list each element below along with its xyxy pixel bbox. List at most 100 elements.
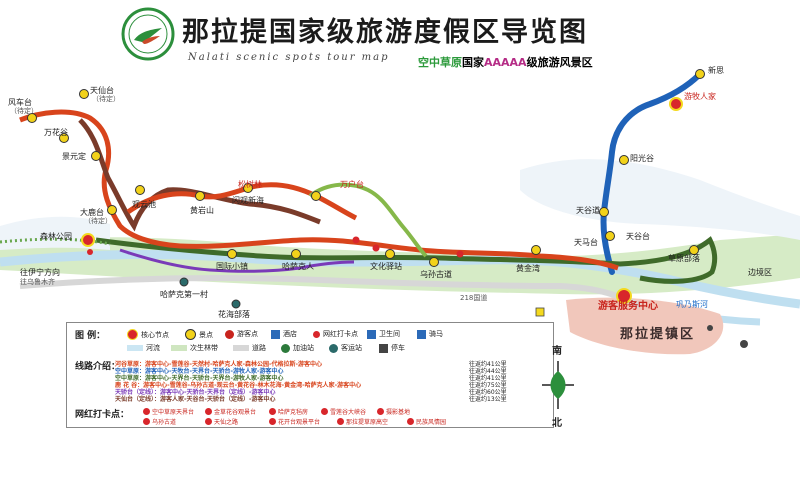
legend-grass: 次生林带 (171, 343, 218, 353)
core-senlin[interactable] (81, 233, 95, 247)
grade-mid: 国家 (462, 56, 484, 69)
parking-icon (379, 343, 388, 353)
route-lightgreen[interactable] (308, 182, 428, 258)
grade-line: 空中草原国家AAAAA级旅游风景区 (418, 54, 593, 70)
label-senlin[interactable]: 森林公园 (40, 232, 72, 241)
poi-wanhutai[interactable] (311, 191, 321, 201)
poi-huahai[interactable] (231, 299, 241, 309)
core-nomad[interactable] (669, 97, 683, 111)
label-huangyan[interactable]: 黄岩山 (190, 206, 214, 215)
label-shanguan[interactable]: 闪观新海 (232, 196, 264, 205)
poi-guanyunchi[interactable] (135, 185, 145, 195)
checkin-hearts[interactable] (87, 236, 464, 258)
poi-hashi-village[interactable] (179, 277, 189, 287)
town-icon (535, 307, 748, 348)
label-bianjiao[interactable]: 边境区 (748, 268, 772, 277)
river-icon (127, 345, 143, 351)
label-songshan[interactable]: 松树林 (238, 180, 262, 189)
route-desc-4: 鹿 花 谷：游客中心-雪莲谷-乌孙古道-观云台-黄花谷-林木花海-黄金湾-哈萨克… (115, 382, 362, 389)
label-fengnian[interactable]: 风车台 (8, 98, 32, 107)
poi-xinsi[interactable] (695, 69, 705, 79)
route-dist-2: 往返约44公里 (469, 368, 507, 375)
checkin-2: 金草花谷观景台 (205, 407, 256, 416)
label-hashi[interactable]: 哈萨克人 (282, 262, 314, 271)
label-yangguang[interactable]: 阳光谷 (630, 154, 654, 163)
label-wanhutai[interactable]: 万户台 (340, 180, 364, 189)
route-desc-3: 空中草原：游客中心-天界台-天骄台-天界台-游牧人家-游客中心 (115, 375, 284, 382)
grade-suffix: 级旅游风景区 (526, 56, 593, 69)
heart-4[interactable] (87, 249, 93, 255)
poi-wushu[interactable] (429, 257, 439, 267)
poi-fengnian[interactable] (27, 113, 37, 123)
poi-huangjin[interactable] (531, 245, 541, 255)
label-wushu[interactable]: 乌孙古道 (420, 270, 452, 279)
checkin-9: 那拉提草原高空 (337, 417, 388, 426)
label-dagu[interactable]: 天谷台 (626, 232, 650, 241)
legend-toilet: 卫生间 (367, 329, 400, 339)
core-nodes[interactable] (81, 97, 683, 304)
label-tianma[interactable]: 天马台 (574, 238, 598, 247)
route-green[interactable] (95, 236, 718, 284)
checkin-10: 民族风情园 (407, 417, 446, 426)
route-upper-loop[interactable] (126, 182, 358, 221)
poi-huakai[interactable] (59, 133, 69, 143)
label-dalu[interactable]: 大鹿台 (80, 208, 104, 217)
route-desc-6: 天仙台（定线）：游客人家-天谷台-天骄台（定线）-游客中心 (115, 396, 276, 403)
label-hashi-village[interactable]: 哈萨克第一村 (160, 290, 208, 299)
legend-core: 核心节点 (127, 329, 169, 340)
label-town[interactable]: 那拉提镇区 (620, 327, 696, 342)
heart-1[interactable] (352, 236, 360, 244)
compass-north: 北 (552, 418, 562, 429)
label-huangjin[interactable]: 黄金湾 (516, 264, 540, 273)
route-dist-1: 往返约41公里 (469, 361, 507, 368)
route-orange[interactable] (19, 109, 619, 271)
label-huahai[interactable]: 花海部落 (218, 310, 250, 319)
checkin-8: 花开台观景平台 (269, 417, 320, 426)
gas-icon (281, 343, 290, 353)
route-dist-4: 往返约75公里 (469, 382, 507, 389)
checkin-3: 哈萨克毡房 (269, 407, 308, 416)
poi-songshan[interactable] (243, 183, 253, 193)
poi-jiyuan[interactable] (91, 151, 101, 161)
route-purple[interactable] (119, 248, 355, 273)
label-guoji[interactable]: 国际小镇 (216, 262, 248, 271)
route-dist-6: 往返约13公里 (469, 396, 507, 403)
route-blue[interactable] (600, 71, 703, 275)
heart-icon (313, 330, 320, 338)
road-icon (233, 345, 249, 351)
heart-3[interactable] (456, 250, 464, 258)
label-jiyuan[interactable]: 景元定 (62, 152, 86, 161)
poi-tianma[interactable] (605, 231, 615, 241)
poi-tian-gudao[interactable] (599, 207, 609, 217)
poi-wenhua[interactable] (385, 249, 395, 259)
label-wanhua[interactable]: 万花谷 (44, 128, 68, 137)
poi-guoji[interactable] (227, 249, 237, 259)
poi-xiaotian[interactable] (79, 89, 89, 99)
routes-title: 线路介绍： (75, 362, 121, 372)
poi-yangguang[interactable] (619, 155, 629, 165)
poi-caoyuan[interactable] (689, 245, 699, 255)
horse-icon (417, 329, 426, 339)
label-xinsi[interactable]: 新思 (708, 66, 724, 75)
core-service-center[interactable] (616, 288, 632, 304)
core-node-icon (127, 329, 138, 340)
poi-hashi[interactable] (291, 249, 301, 259)
label-highway: 218国道 (460, 294, 488, 302)
label-guanyunchi[interactable]: 观云池 (132, 200, 156, 209)
legend-road: 道路 (233, 343, 266, 353)
legend-hotel: 酒店 (271, 329, 297, 339)
label-xiaotian[interactable]: 天仙台 (90, 86, 114, 95)
poi-markers[interactable] (27, 69, 705, 309)
label-service-center[interactable]: 游客服务中心 (598, 301, 658, 312)
poi-dalu[interactable] (107, 205, 117, 215)
label-wenhua[interactable]: 文化驿站 (370, 262, 402, 271)
legend-title: 图 例： (75, 331, 106, 341)
heart-2[interactable] (372, 244, 380, 252)
label-nomad[interactable]: 游牧人家 (684, 92, 716, 101)
poi-huangyan[interactable] (195, 191, 205, 201)
label-fengnian-note: （待定） (10, 107, 38, 115)
label-caoyuan[interactable]: 草原部落 (668, 254, 700, 263)
grade-stars: AAAAA (484, 56, 527, 69)
label-tian-gudao[interactable]: 天谷道 (576, 206, 600, 215)
